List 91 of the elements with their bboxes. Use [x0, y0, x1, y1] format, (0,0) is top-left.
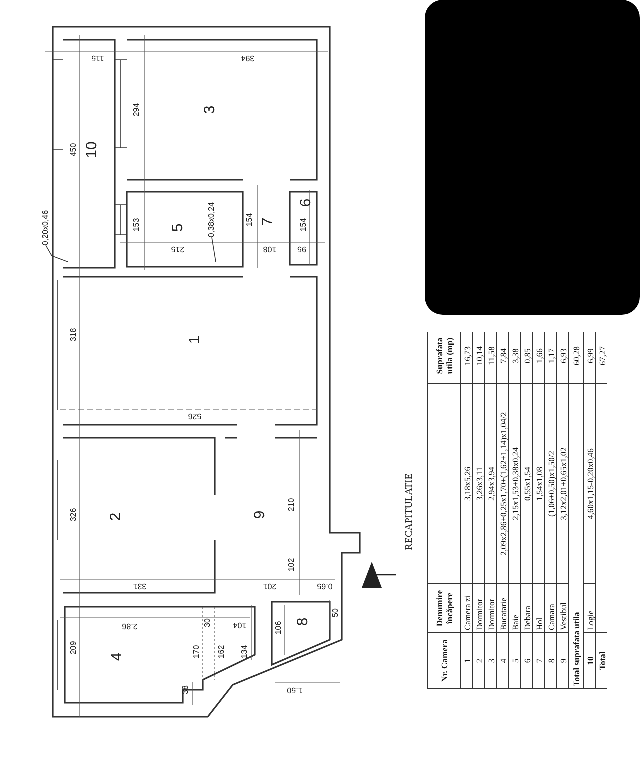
dimension-label: 106: [275, 621, 283, 635]
table-cell-text: 67,27: [597, 345, 607, 368]
dimension-label: 102: [288, 558, 296, 572]
table-cell-text: 10: [585, 656, 595, 668]
dimension-label: 201: [263, 582, 277, 590]
table-cell-text: 3,18x5,26: [462, 466, 472, 503]
table-cell-text: 2,09x2,86+0,25x1,70+(1,62+1,14)x1,04/2: [498, 411, 508, 558]
dimension-label: 153: [133, 218, 141, 232]
leader-line: [212, 237, 216, 262]
table-cell-text: Camera zi: [462, 594, 472, 632]
dimension-label: 115: [92, 54, 104, 62]
table-cell-text: 1,54x1,08: [534, 466, 544, 503]
table-cell-text: 6: [522, 658, 532, 666]
dimension-label: 450: [70, 143, 78, 157]
dimension-label: 50: [332, 608, 340, 618]
dimension-label: 526: [188, 412, 202, 420]
dimension-label: 210: [288, 498, 296, 512]
table-cell-text: 7,84: [498, 348, 508, 366]
dimension-label: 108: [263, 245, 277, 253]
room-number: 4: [110, 652, 124, 662]
table-cell-text: 1: [462, 658, 472, 666]
table-cell-text: Total: [597, 650, 607, 672]
dimension-label: 394: [241, 54, 255, 62]
dimension-label: 154: [246, 213, 254, 227]
table-cell-text: 11,58: [486, 346, 496, 368]
table-cell-text: 4,60x1,15-0,20x0,46: [585, 448, 595, 522]
room-number: 6: [298, 198, 314, 208]
dimension-label: 331: [133, 582, 147, 590]
dimension-label: 162: [218, 645, 226, 659]
room-number: 7: [260, 218, 276, 226]
room-number: 9: [252, 510, 268, 520]
room-number: 5: [170, 224, 186, 232]
table-cell-text: Hol: [534, 616, 544, 632]
table-cell-text: 16,73: [462, 345, 472, 368]
table-cell-text: 2,15x1,53+0,38x0,24: [510, 446, 520, 522]
dimension-label: 215: [171, 245, 185, 253]
table-title: RECAPITULATIE: [405, 474, 415, 550]
dimension-label: 294: [133, 103, 141, 117]
dimension-label: 30: [204, 618, 212, 628]
table-cell-text: 7: [534, 658, 544, 666]
dimension-label: 2.86: [122, 622, 138, 630]
room-number: 8: [296, 618, 310, 626]
table-cell-text: Denumire încăpere: [434, 589, 454, 629]
table-cell-text: Camara: [546, 603, 556, 632]
table-cell-text: 4: [498, 658, 508, 666]
dimension-label: 104: [233, 621, 247, 629]
table-cell-text: 1,17: [546, 348, 556, 366]
table-cell-text: Nr. Camera: [440, 638, 450, 684]
table-cell-text: Debara: [522, 604, 532, 632]
dimension-label: 318: [70, 328, 78, 342]
leader-line: [46, 245, 68, 262]
dimension-label: 38: [182, 686, 190, 694]
table-cell-text: 6,93: [558, 348, 568, 366]
room-number: 1: [188, 336, 202, 344]
table-cell-text: 3,12x2,01+0,65x1,02: [558, 446, 568, 522]
table-cell-text: 3: [486, 658, 496, 666]
table-cell-text: Vestibul: [558, 602, 568, 632]
table-cell-text: Bucatarie: [498, 596, 508, 632]
dimension-label: 134: [241, 645, 249, 659]
room-number: 2: [108, 512, 124, 522]
table-cell-text: 9: [558, 658, 568, 666]
table-cell-text: 5: [510, 658, 520, 666]
room-number: 3: [202, 106, 218, 114]
leader-note: 0,20x0,46: [42, 210, 50, 246]
table-cell-text: Logie: [585, 610, 595, 632]
table-cell-text: (1,06+0,50)x1,50/2: [546, 450, 556, 519]
table-cell-text: 3,26x3,11: [474, 466, 484, 503]
dimension-label: 0.65: [317, 582, 333, 590]
dimension-label: 1.50: [287, 686, 303, 694]
table-cell-text: Suprafata utila (mp): [434, 336, 454, 376]
table-cell-text: Dormitor: [486, 598, 496, 632]
table-cell-text: 6,99: [585, 348, 595, 366]
table-cell-text: 3,38: [510, 348, 520, 366]
dimension-label: 95: [298, 245, 306, 253]
leader-note: 0,38x0,24: [208, 202, 216, 238]
table-cell-text: 2,94x3,94: [486, 466, 496, 503]
table-cell-text: 10,14: [474, 345, 484, 368]
table-cell-text: 8: [546, 658, 556, 666]
table-cell-text: Total suprafata utila: [572, 611, 582, 688]
table-cell-text: 2: [474, 658, 484, 666]
room-number: 10: [84, 142, 100, 158]
table-cell-text: Dormitor: [474, 598, 484, 632]
table-cell-text: 1,66: [534, 348, 544, 366]
table-cell-text: Baie: [510, 614, 520, 632]
dimension-label: 170: [193, 645, 201, 659]
dimension-label: 154: [300, 218, 308, 232]
table-cell-text: 0,55x1,54: [522, 466, 532, 503]
table-cell-text: 60,28: [572, 345, 582, 368]
dimension-label: 326: [70, 508, 78, 522]
table-cell-text: 0,85: [522, 348, 532, 366]
dimension-label: 209: [70, 641, 78, 655]
